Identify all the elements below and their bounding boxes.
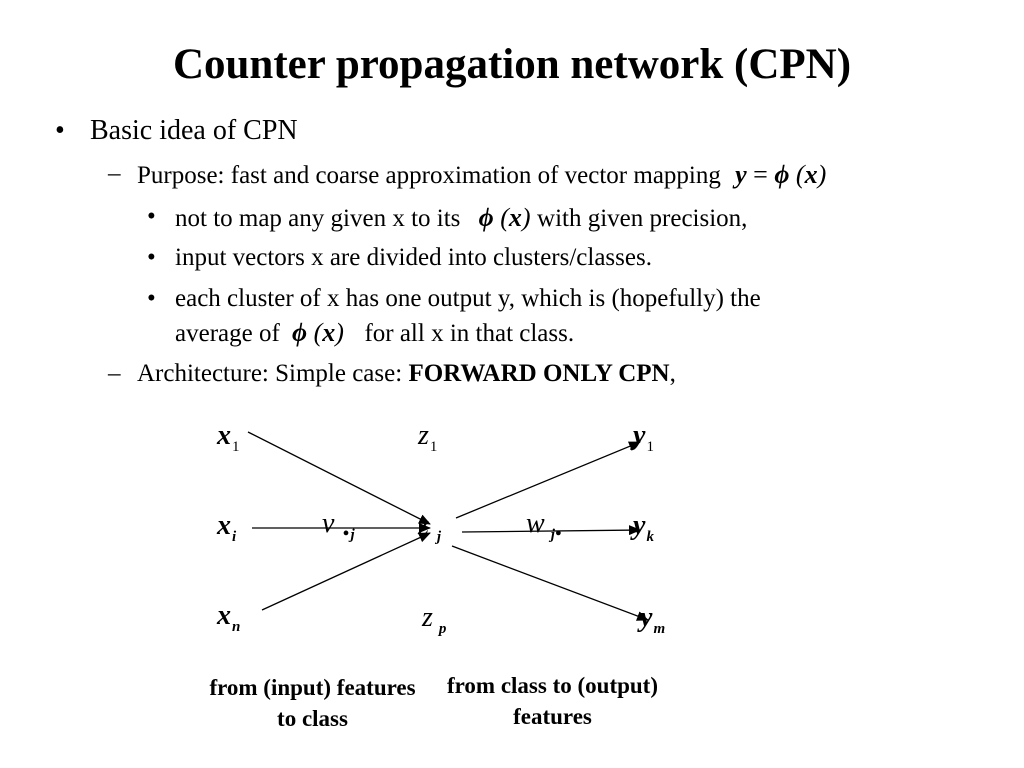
precision-text: with given precision, [537, 205, 748, 232]
not-to-map-text: not to map any given x to its [175, 205, 461, 232]
phi-formula: ϕ (x) [479, 203, 537, 232]
formula-phi: ϕ [292, 318, 308, 347]
node-z1: z1 [418, 420, 438, 455]
weight-v: v•j [322, 508, 355, 545]
formula-y: y [735, 160, 747, 189]
bullet-marker: • [147, 285, 156, 312]
caption-input-to-class: from (input) features to class [209, 675, 416, 731]
formula-x: x [322, 318, 336, 347]
architecture-comma: , [669, 360, 676, 387]
caption-class-to-output: from class to (output) features [446, 673, 659, 729]
dash-marker: – [108, 360, 121, 387]
bullet-purpose: Purpose: fast and coarse approximation o… [137, 160, 826, 190]
edge-x1-zj [247, 431, 431, 525]
slide-title: Counter propagation network (CPN) [172, 41, 852, 88]
formula-x: x [508, 203, 522, 232]
node-ym: ym [640, 602, 666, 637]
formula-lparen: ( [795, 160, 805, 189]
bullet-marker: • [147, 244, 156, 271]
for-all-text: for all x in that class. [364, 320, 575, 347]
edge-zj-yk [461, 525, 641, 536]
bullet-not-to-map: not to map any given x to its ϕ (x) with… [175, 203, 747, 233]
purpose-text: Purpose: fast and coarse approximation o… [137, 162, 721, 189]
node-y1: y1 [633, 420, 654, 455]
bullet-each-cluster-line1: each cluster of x has one output y, whic… [175, 285, 761, 312]
edge-xn-zj [261, 532, 431, 611]
bullet-basic-idea: Basic idea of CPN [90, 115, 298, 146]
bullet-marker: • [55, 115, 65, 146]
node-xi: xi [217, 510, 237, 545]
bullet-clusters: input vectors x are divided into cluster… [175, 244, 652, 271]
bullet-marker: • [147, 203, 156, 230]
node-yk: yk [633, 510, 654, 545]
formula-equals: = [753, 160, 768, 189]
formula-lparen: ( [313, 318, 323, 347]
formula-phi: ϕ [478, 203, 494, 232]
formula-phi: ϕ [774, 160, 790, 189]
bullet-each-cluster-line2: average of ϕ (x) for all x in that class… [175, 318, 574, 348]
mapping-formula: y = ϕ (x) [735, 160, 826, 189]
dash-marker: – [108, 160, 121, 187]
formula-x: x [804, 160, 818, 189]
formula-rparen: ) [521, 203, 531, 232]
phi-formula: ϕ (x) [292, 318, 350, 347]
formula-lparen: ( [500, 203, 509, 232]
architecture-text: Architecture: Simple case: [137, 360, 403, 387]
average-text: average of [175, 320, 280, 347]
forward-only-cpn: FORWARD ONLY CPN [408, 360, 670, 387]
node-x1: x1 [217, 420, 240, 455]
edge-zj-ym [451, 545, 649, 621]
edge-zj-y1 [455, 441, 641, 519]
formula-rparen: ) [335, 318, 344, 347]
bullet-architecture: Architecture: Simple case: FORWARD ONLY … [137, 360, 676, 388]
node-xn: xn [217, 600, 241, 635]
formula-rparen: ) [817, 160, 827, 189]
